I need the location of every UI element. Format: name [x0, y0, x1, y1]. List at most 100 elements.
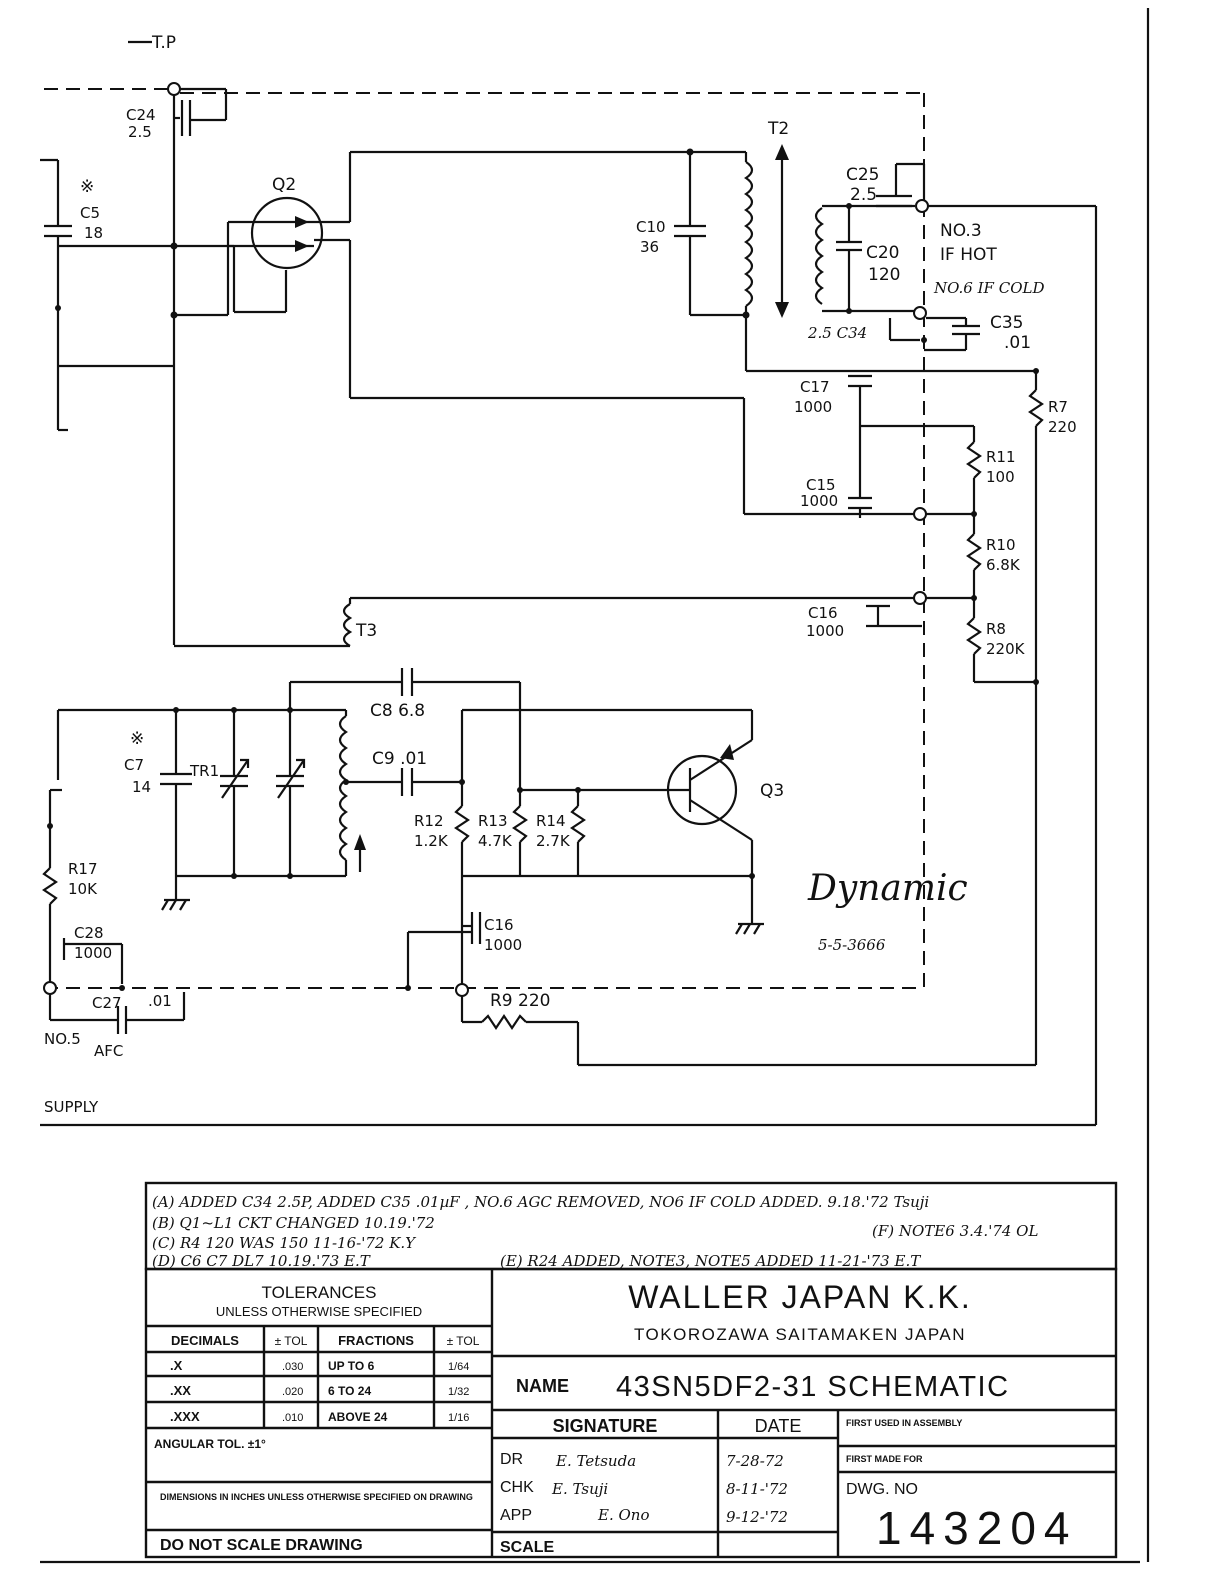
- r8-value: 220K: [986, 640, 1026, 658]
- node-r9: [455, 983, 469, 997]
- handwritten-note: Dynamic: [807, 868, 968, 909]
- chk-date: 8-11-'72: [726, 1480, 788, 1498]
- transformer-t2: T2: [744, 119, 824, 318]
- capacitor-c35: C35 .01: [921, 313, 1031, 353]
- capacitor-c7: ※ C7 14: [124, 707, 192, 876]
- date-label: DATE: [755, 1416, 802, 1436]
- r11-label: R11: [986, 448, 1016, 466]
- resistor-r14: R14 2.7K: [536, 790, 586, 876]
- tol-row-2-fraction-tol: 1/32: [448, 1386, 469, 1398]
- c35-label: C35: [990, 313, 1024, 333]
- capacitor-c16-lower: C16 1000: [405, 912, 522, 991]
- c7-mark: ※: [130, 729, 144, 749]
- revision-block: (A) ADDED C34 2.5P, ADDED C35 .01µF , NO…: [144, 1181, 1118, 1271]
- title-block: TOLERANCES UNLESS OTHERWISE SPECIFIED DE…: [144, 1267, 1118, 1559]
- r9-label: R9 220: [490, 991, 550, 1011]
- c9-label: C9 .01: [372, 749, 427, 769]
- no3-label: NO.3: [940, 221, 982, 241]
- tol-row-3-fraction: ABOVE 24: [328, 1410, 388, 1424]
- capacitor-c24: C24 2.5: [126, 87, 228, 141]
- resistor-r10: R10 6.8K: [966, 514, 1021, 598]
- terminal-no3: [915, 199, 929, 213]
- r12-label: R12: [414, 812, 444, 830]
- capacitor-c10: C10 36: [636, 148, 746, 317]
- company-address: TOKOROZAWA SAITAMAKEN JAPAN: [634, 1325, 966, 1344]
- chk-label: CHK: [500, 1479, 534, 1496]
- col-decimals: DECIMALS: [171, 1333, 239, 1348]
- r10-value: 6.8K: [986, 556, 1021, 574]
- tol-row-1-decimal: .X: [170, 1358, 183, 1373]
- c20-label: C20: [866, 243, 900, 263]
- col-tol: ± TOL: [275, 1334, 308, 1348]
- transistor-q2: Q2: [228, 175, 350, 270]
- c7-value: 14: [132, 778, 151, 796]
- dwg-no-label: DWG. NO: [846, 1481, 918, 1498]
- c17-value: 1000: [794, 398, 832, 416]
- inductor-t3: T3: [174, 598, 377, 648]
- c15-value: 1000: [800, 492, 838, 510]
- capacitor-c17: C17 1000: [794, 374, 872, 426]
- ground-symbol-q3: [735, 922, 764, 935]
- tol-row-3-fraction-tol: 1/16: [448, 1412, 469, 1424]
- oscillator-coil: [338, 710, 366, 876]
- c25-label: C25: [846, 165, 880, 185]
- supply-label: SUPPLY: [44, 1098, 99, 1116]
- tol-row-1-fraction: UP TO 6: [328, 1359, 375, 1373]
- c24-label: C24: [126, 106, 156, 124]
- r14-value: 2.7K: [536, 832, 571, 850]
- capacitor-c16-upper: C16 1000: [806, 604, 922, 640]
- c8-label: C8 6.8: [370, 701, 425, 721]
- c20-value: 120: [868, 265, 900, 285]
- dwg-number: 143204: [876, 1502, 1078, 1554]
- c5-label: C5: [80, 204, 100, 222]
- r10-label: R10: [986, 536, 1016, 554]
- transistor-q3: Q3: [578, 710, 784, 924]
- revision-e: (E) R24 ADDED, NOTE3, NOTE5 ADDED 11-21-…: [500, 1252, 921, 1270]
- c27-label: C27: [92, 994, 122, 1012]
- trimmer-tr1: TR1: [189, 707, 306, 876]
- capacitor-c25: C25 2.5: [846, 162, 926, 208]
- app-label: APP: [500, 1507, 532, 1524]
- dimensions-note: DIMENSIONS IN INCHES UNLESS OTHERWISE SP…: [160, 1492, 473, 1502]
- c16-upper-value: 1000: [806, 622, 844, 640]
- c28-label: C28: [74, 924, 104, 942]
- capacitor-c20: C20 120: [836, 203, 900, 314]
- shield-boundary: [44, 88, 925, 989]
- tol-row-2-fraction: 6 TO 24: [328, 1384, 371, 1398]
- tol-row-2-tol: .020: [282, 1386, 303, 1398]
- handwritten-number: 5-5-3666: [818, 936, 886, 954]
- capacitor-c28: C28 1000: [62, 924, 124, 984]
- r7-label: R7: [1048, 398, 1068, 416]
- c15-label: C15: [806, 476, 836, 494]
- r11-value: 100: [986, 468, 1015, 486]
- c24-value: 2.5: [128, 123, 152, 141]
- c35-value: .01: [1004, 333, 1031, 353]
- resistor-r13: R13 4.7K: [478, 790, 528, 876]
- col-tol-2: ± TOL: [447, 1334, 480, 1348]
- capacitor-c15: C15 1000: [800, 476, 872, 518]
- tol-row-3-decimal: .XXX: [170, 1409, 200, 1424]
- t3-label: T3: [355, 621, 377, 641]
- t2-label: T2: [767, 119, 789, 139]
- terminal-no6: [913, 306, 927, 320]
- revision-a: (A) ADDED C34 2.5P, ADDED C35 .01µF , NO…: [152, 1193, 929, 1211]
- revision-c: (C) R4 120 WAS 150 11-16-'72 K.Y: [152, 1234, 417, 1252]
- dr-date: 7-28-72: [726, 1452, 784, 1470]
- tol-row-2-decimal: .XX: [170, 1383, 191, 1398]
- app-date: 9-12-'72: [726, 1508, 788, 1526]
- q3-label: Q3: [760, 781, 784, 801]
- c16-upper-label: C16: [808, 604, 838, 622]
- ground-symbol: [161, 876, 190, 911]
- node-c16: [913, 591, 927, 605]
- c10-value: 36: [640, 238, 659, 256]
- node-c15: [913, 507, 927, 521]
- signature-label: SIGNATURE: [553, 1416, 658, 1436]
- drawing-name: 43SN5DF2-31 SCHEMATIC: [616, 1371, 1010, 1403]
- terminal-no5: [43, 981, 57, 995]
- c17-label: C17: [800, 378, 830, 396]
- q2-label: Q2: [272, 175, 296, 195]
- tolerances-title: TOLERANCES: [262, 1283, 377, 1302]
- col-fractions: FRACTIONS: [338, 1333, 414, 1348]
- c25-value: 2.5: [850, 185, 877, 205]
